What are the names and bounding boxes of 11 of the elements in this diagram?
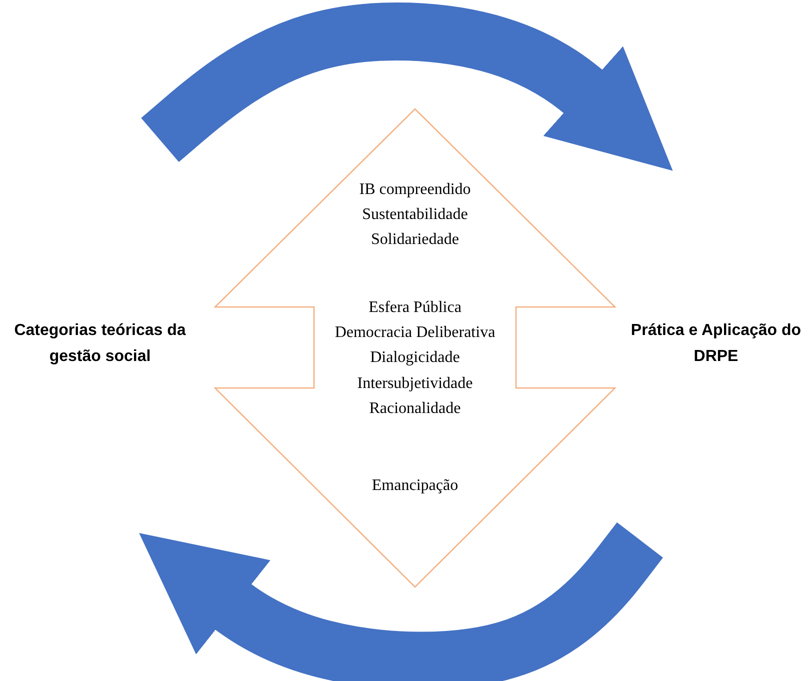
category-text: Intersubjetividade (357, 375, 473, 393)
category-text: Sustentabilidade (362, 206, 468, 224)
category-text: Esfera Pública (368, 299, 462, 317)
category-text: IB compreendido (359, 181, 471, 199)
category-text: Dialogicidade (370, 349, 460, 367)
category-text: Emancipação (372, 477, 458, 495)
category-text: Solidariedade (371, 231, 459, 249)
category-text: Democracia Deliberativa (334, 324, 496, 342)
category-text: Racionalidade (369, 400, 461, 418)
heading-text: Categorias teóricas da gestão social (13, 321, 187, 367)
heading-text: Prática e Aplicação do DRPE (630, 321, 802, 367)
